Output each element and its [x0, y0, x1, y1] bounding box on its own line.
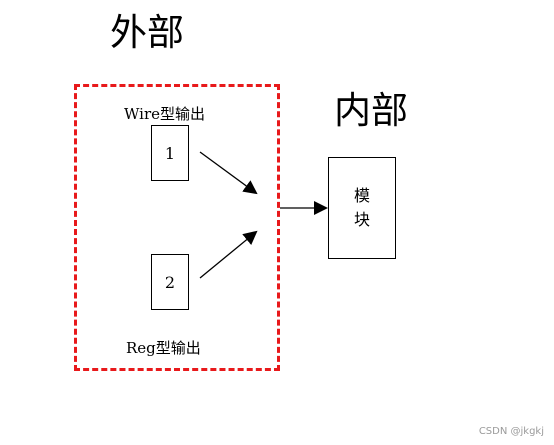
reg-output-label: Reg型输出 [126, 339, 201, 357]
source-box-2: 2 [151, 254, 189, 310]
module-box: 模 块 [328, 157, 396, 259]
source-box-1: 1 [151, 125, 189, 181]
wire-output-label: Wire型输出 [124, 105, 205, 123]
module-label-line1: 模 [353, 186, 370, 205]
inner-title: 内部 [334, 89, 408, 132]
outer-title: 外部 [110, 11, 184, 54]
module-label-line2: 块 [353, 210, 370, 229]
watermark-text: CSDN @jkgkj [478, 426, 544, 437]
external-region-box [74, 84, 280, 371]
